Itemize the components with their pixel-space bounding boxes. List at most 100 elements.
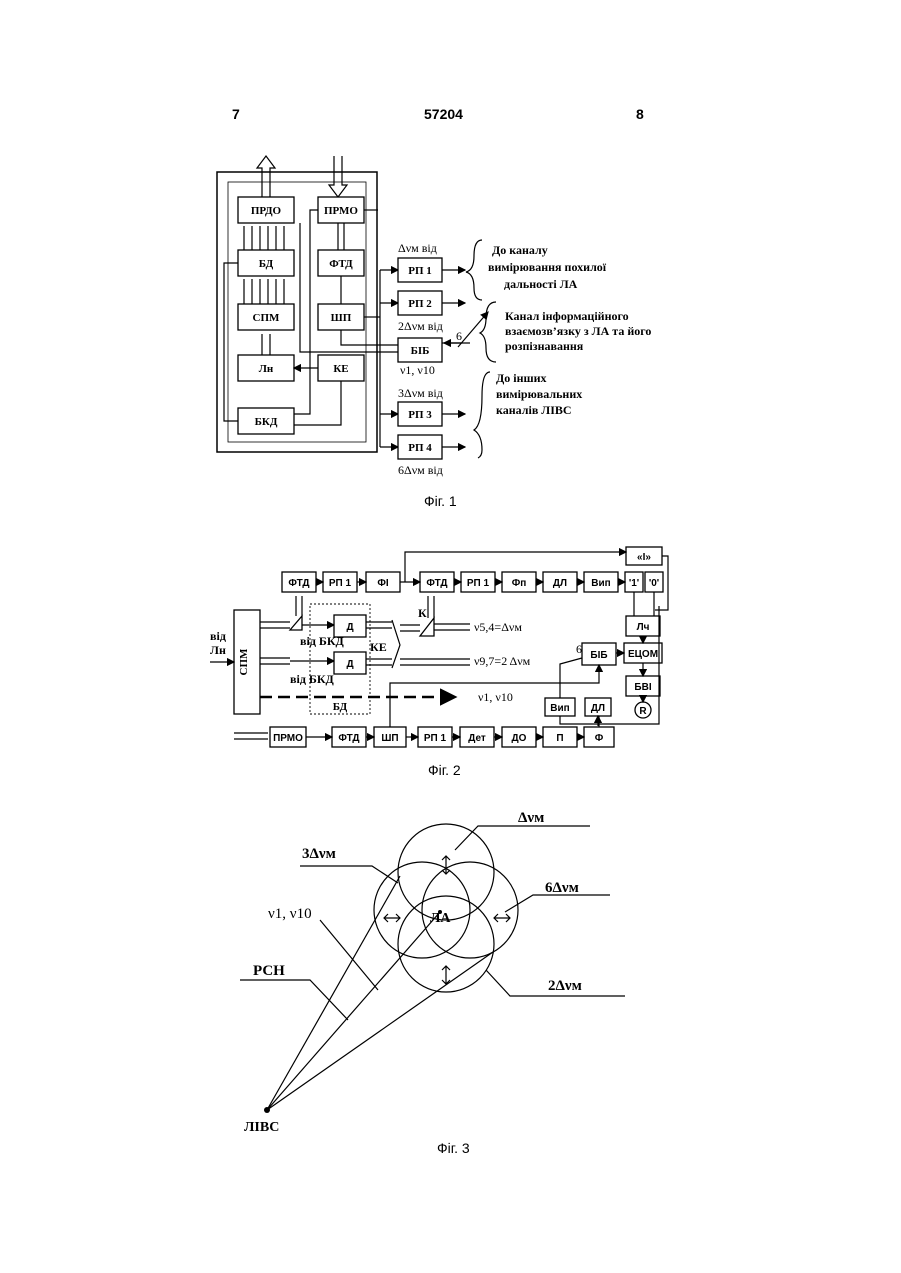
fig2-caption: Фіг. 2 bbox=[428, 762, 461, 778]
fig2-spm-outputs bbox=[260, 622, 290, 664]
fig3-label-dv2: 2Δνм bbox=[548, 978, 582, 994]
fig3-caption: Фіг. 3 bbox=[437, 1140, 470, 1156]
fig1-note-range-3: дальності ЛА bbox=[504, 277, 578, 291]
fig2-label-fp: Фп bbox=[512, 578, 527, 589]
fig1-note-other-1: До інших bbox=[496, 371, 547, 385]
fig1-label-bib: БІБ bbox=[411, 345, 430, 357]
fig2-label-q0: '0' bbox=[649, 578, 659, 589]
fig2-label-out3: ν1, ν10 bbox=[478, 690, 513, 704]
fig3-label-nu: ν1, ν10 bbox=[268, 906, 312, 922]
fig1-label-bkd: БКД bbox=[255, 416, 278, 428]
fig2-label-det: Дет bbox=[468, 733, 486, 744]
fig1-label-rp2: РП 2 bbox=[408, 298, 432, 310]
fig1-note-info-2: взаємозв’язку з ЛА та його bbox=[505, 324, 651, 338]
fig1-output-arrow bbox=[257, 156, 275, 197]
fig1-label-dv: Δνм від bbox=[398, 241, 437, 255]
fig1-note-range-1: До каналу bbox=[492, 243, 548, 257]
fig3-label-rsn: РСН bbox=[253, 963, 285, 979]
figure-2: ФТД РП 1 ФІ ФТД РП 1 Фп ДЛ Вип '1' '0' «… bbox=[210, 547, 668, 747]
fig2-label-etsom: ЕЦОМ bbox=[628, 649, 658, 660]
fig1-bus-bd-prdo bbox=[244, 226, 284, 250]
fig2-label-rp1-c: РП 1 bbox=[424, 733, 447, 744]
fig2-label-vip-a: Вип bbox=[591, 578, 610, 589]
fig2-label-d2: Д bbox=[346, 659, 353, 670]
fig1-brace-range bbox=[466, 240, 482, 300]
fig2-label-vid-bkd-2: від БКД bbox=[290, 672, 335, 686]
fig1-link-prmo-ftd bbox=[338, 223, 344, 250]
fig2-label-bd: БД bbox=[333, 701, 348, 713]
fig1-label-ln: Лн bbox=[259, 363, 274, 375]
fig1-label-ke: КЕ bbox=[333, 363, 348, 375]
fig2-label-p: П bbox=[556, 733, 563, 744]
fig2-top-row: ФТД РП 1 ФІ ФТД РП 1 Фп ДЛ Вип '1' '0' «… bbox=[282, 547, 668, 610]
fig2-label-dl-b: ДЛ bbox=[591, 703, 605, 714]
fig2-label-fi: ФІ bbox=[377, 578, 389, 589]
fig1-label-rp3: РП 3 bbox=[408, 409, 432, 421]
fig2-label-out2: ν9,7=2 Δνм bbox=[474, 654, 531, 668]
fig2-label-ftd-a: ФТД bbox=[288, 578, 309, 589]
fig2-label-bib: БІБ bbox=[590, 650, 607, 661]
fig1-label-shp: ШП bbox=[331, 312, 352, 324]
fig2-label-out1: ν5,4=Δνм bbox=[474, 620, 522, 634]
fig2-label-rp1-b: РП 1 bbox=[467, 578, 490, 589]
fig1-label-dv6: 6Δνм від bbox=[398, 463, 443, 477]
fig1-input-arrow bbox=[329, 156, 347, 197]
fig3-label-livs: ЛІВС bbox=[244, 1120, 279, 1135]
fig2-in-prmo bbox=[234, 733, 268, 739]
fig2-label-vid: від bbox=[210, 629, 226, 643]
fig1-label-spm: СПМ bbox=[253, 312, 281, 324]
fig2-label-k: К bbox=[418, 606, 427, 620]
fig1-link-shp-bib bbox=[341, 330, 398, 345]
fig1-note-info-1: Канал інформаційного bbox=[505, 309, 629, 323]
fig2-label-rp1-a: РП 1 bbox=[329, 578, 352, 589]
fig2-label-do: ДО bbox=[512, 733, 527, 744]
fig2-label-spm: СПМ bbox=[238, 648, 250, 676]
fig2-splitter-a bbox=[290, 616, 302, 630]
fig2-link-out1 bbox=[434, 624, 470, 630]
fig3-label-dv: Δνм bbox=[518, 810, 544, 826]
fig1-note-range-2: вимірювання похилої bbox=[488, 260, 607, 274]
fig1-label-dv2: 2Δνм від bbox=[398, 319, 443, 333]
fig2-label-dl-a: ДЛ bbox=[553, 578, 567, 589]
fig1-link-bkd-prmo bbox=[294, 210, 318, 414]
fig2-label-ftd-b: ФТД bbox=[426, 578, 447, 589]
fig2-label-ln: Лн bbox=[210, 643, 226, 657]
fig1-note-other-3: каналів ЛІВС bbox=[496, 403, 572, 417]
fig1-brace-info bbox=[480, 302, 496, 362]
fig2-label-f: Ф bbox=[595, 733, 604, 744]
fig1-link-bib-channel bbox=[442, 312, 488, 347]
figure-3: Δνм 3Δνм 6Δνм 2Δνм ν1, ν10 РСН ЛА ЛІВС bbox=[240, 810, 625, 1135]
fig3-label-dv3: 3Δνм bbox=[302, 846, 336, 862]
fig2-label-lch: Лч bbox=[637, 622, 650, 633]
fig2-label-prmo: ПРМО bbox=[273, 733, 303, 744]
fig2-splitter-b bbox=[420, 618, 434, 636]
fig1-note-other-2: вимірювальних bbox=[496, 387, 582, 401]
fig2-label-ftd-c: ФТД bbox=[338, 733, 359, 744]
fig2-label-vip-b: Вип bbox=[550, 703, 569, 714]
fig1-link-bkd-bd bbox=[224, 263, 238, 421]
fig2-label-r: R bbox=[639, 706, 647, 717]
fig1-label-dv3: 3Δνм від bbox=[398, 386, 443, 400]
fig2-link-to-ftd-b bbox=[428, 596, 434, 618]
fig1-label-prmo: ПРМО bbox=[324, 205, 358, 217]
fig3-label-dv6: 6Δνм bbox=[545, 880, 579, 896]
fig1-label-six: 6 bbox=[456, 329, 462, 343]
fig3-label-la: ЛА bbox=[430, 911, 451, 926]
fig2-label-i: «І» bbox=[637, 552, 651, 563]
fig1-caption: Фіг. 1 bbox=[424, 493, 457, 509]
fig2-link-to-ftd bbox=[296, 596, 302, 616]
fig1-brace-other bbox=[474, 372, 490, 458]
fig2-label-bvi: БВІ bbox=[634, 682, 651, 693]
fig1-link-ln-spm bbox=[262, 334, 270, 355]
figure-1: ПРДО ПРМО БД ФТД СПМ ШП Лн КЕ БКД bbox=[217, 156, 651, 477]
fig1-label-ftd: ФТД bbox=[329, 258, 353, 270]
fig2-label-shp: ШП bbox=[381, 733, 398, 744]
fig3-livs-point bbox=[264, 1107, 270, 1113]
fig2-label-ke: КЕ bbox=[370, 640, 387, 654]
fig1-label-prdo: ПРДО bbox=[251, 205, 282, 217]
fig1-bus-spm-bd bbox=[244, 279, 284, 304]
fig2-label-q1: '1' bbox=[629, 578, 639, 589]
fig1-note-info-3: розпізнавання bbox=[505, 339, 584, 353]
fig1-link-ke-bkd bbox=[294, 381, 341, 425]
